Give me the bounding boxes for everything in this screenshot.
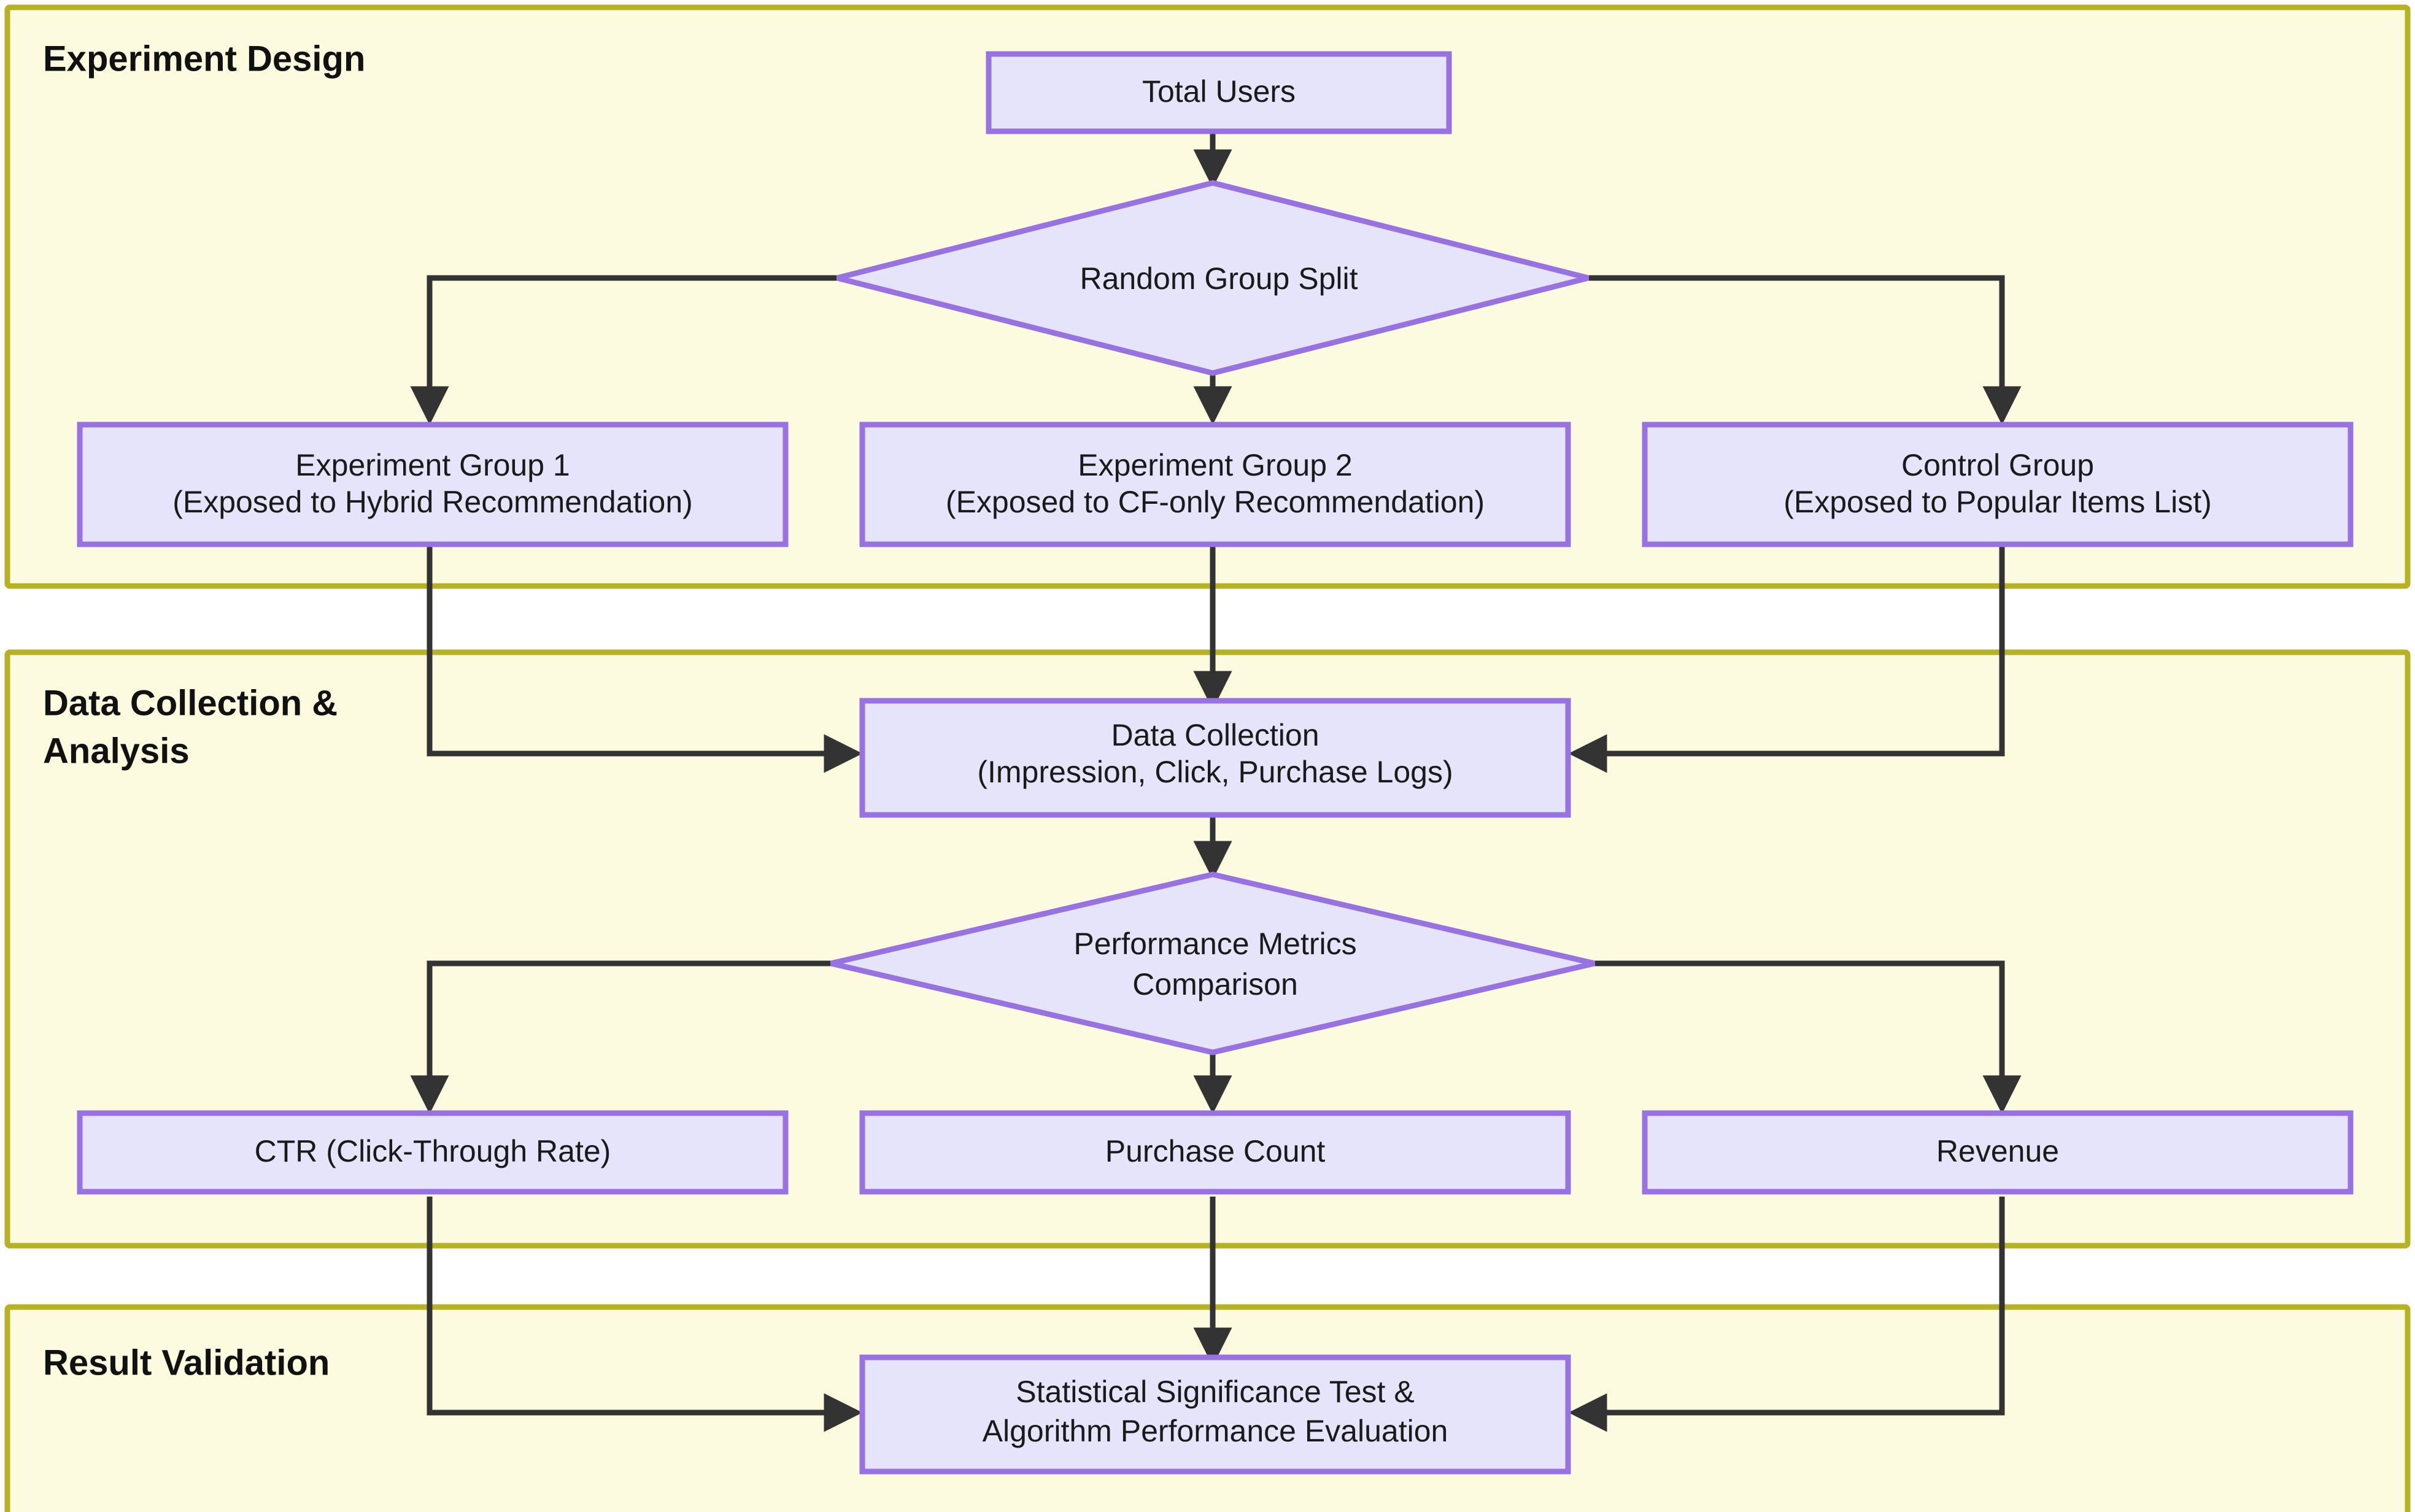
node-revenue-label: Revenue — [1936, 1134, 2059, 1168]
node-ctr[interactable]: CTR (Click-Through Rate) — [77, 1110, 789, 1195]
node-random-group-split[interactable]: Random Group Split — [836, 180, 1590, 376]
node-experiment-group-2-box[interactable] — [859, 422, 1571, 547]
node-experiment-group-2-label-line2: (Exposed to CF-only Recommendation) — [946, 485, 1485, 519]
node-purchase-count-box[interactable] — [859, 1110, 1571, 1195]
node-random-group-split-shape[interactable] — [836, 180, 1590, 376]
node-experiment-group-1-label-line1: Experiment Group 1 — [295, 448, 570, 482]
edge-experiment-group-1-to-data-collection — [427, 546, 863, 773]
node-experiment-group-2-label-line1: Experiment Group 2 — [1078, 448, 1352, 482]
edge-control-group-to-data-collection — [1568, 546, 2005, 773]
edge-performance-metrics-to-ctr — [410, 960, 835, 1114]
node-experiment-group-1-label-line2: (Exposed to Hybrid Recommendation) — [172, 485, 693, 519]
node-performance-metrics-label-line2: Comparison — [1132, 967, 1298, 1001]
node-statistical-test-box[interactable] — [859, 1354, 1571, 1475]
node-statistical-test-label-line2: Algorithm Performance Evaluation — [983, 1414, 1448, 1448]
node-performance-metrics-label-line1: Performance Metrics — [1073, 927, 1356, 961]
node-control-group-label-line2: (Exposed to Popular Items List) — [1783, 485, 2212, 519]
edge-layer — [410, 128, 2022, 1432]
cluster-experiment-design-title: Experiment Design — [43, 39, 365, 79]
node-purchase-count[interactable]: Purchase Count — [859, 1110, 1571, 1195]
node-ctr-label: CTR (Click-Through Rate) — [255, 1134, 611, 1168]
edge-revenue-to-statistical-test — [1568, 1197, 2005, 1432]
edge-ctr-to-statistical-test — [427, 1197, 863, 1432]
node-experiment-group-1[interactable]: Experiment Group 1 (Exposed to Hybrid Re… — [77, 422, 789, 547]
node-statistical-test-label-line1: Statistical Significance Test & — [1016, 1375, 1414, 1409]
node-data-collection-box[interactable] — [859, 698, 1571, 818]
node-total-users[interactable]: Total Users — [986, 51, 1452, 134]
node-control-group-label-line1: Control Group — [1901, 448, 2094, 482]
node-control-group-box[interactable] — [1642, 422, 2354, 547]
edge-split-to-experiment-group-1 — [410, 275, 841, 425]
node-total-users-box[interactable] — [986, 51, 1452, 134]
cluster-result-validation-title: Result Validation — [43, 1343, 330, 1383]
edge-split-to-control-group — [1585, 275, 2022, 425]
node-statistical-test[interactable]: Statistical Significance Test & Algorith… — [859, 1354, 1571, 1475]
node-data-collection[interactable]: Data Collection (Impression, Click, Purc… — [859, 698, 1571, 818]
edge-performance-metrics-to-revenue — [1591, 960, 2022, 1114]
cluster-data-collection-analysis-title-line1: Data Collection & — [43, 683, 338, 723]
node-revenue[interactable]: Revenue — [1642, 1110, 2354, 1195]
node-performance-metrics[interactable]: Performance Metrics Comparison — [830, 871, 1596, 1055]
node-data-collection-label-line1: Data Collection — [1111, 718, 1319, 752]
cluster-data-collection-analysis-title-line2: Analysis — [43, 731, 190, 771]
node-performance-metrics-shape[interactable] — [830, 871, 1596, 1055]
node-ctr-box[interactable] — [77, 1110, 789, 1195]
node-data-collection-label-line2: (Impression, Click, Purchase Logs) — [977, 755, 1453, 789]
node-experiment-group-1-box[interactable] — [77, 422, 789, 547]
node-total-users-label: Total Users — [1142, 74, 1296, 109]
node-revenue-box[interactable] — [1642, 1110, 2354, 1195]
node-random-group-split-label: Random Group Split — [1080, 261, 1358, 296]
node-purchase-count-label: Purchase Count — [1105, 1134, 1326, 1168]
node-experiment-group-2[interactable]: Experiment Group 2 (Exposed to CF-only R… — [859, 422, 1571, 547]
node-control-group[interactable]: Control Group (Exposed to Popular Items … — [1642, 422, 2354, 547]
